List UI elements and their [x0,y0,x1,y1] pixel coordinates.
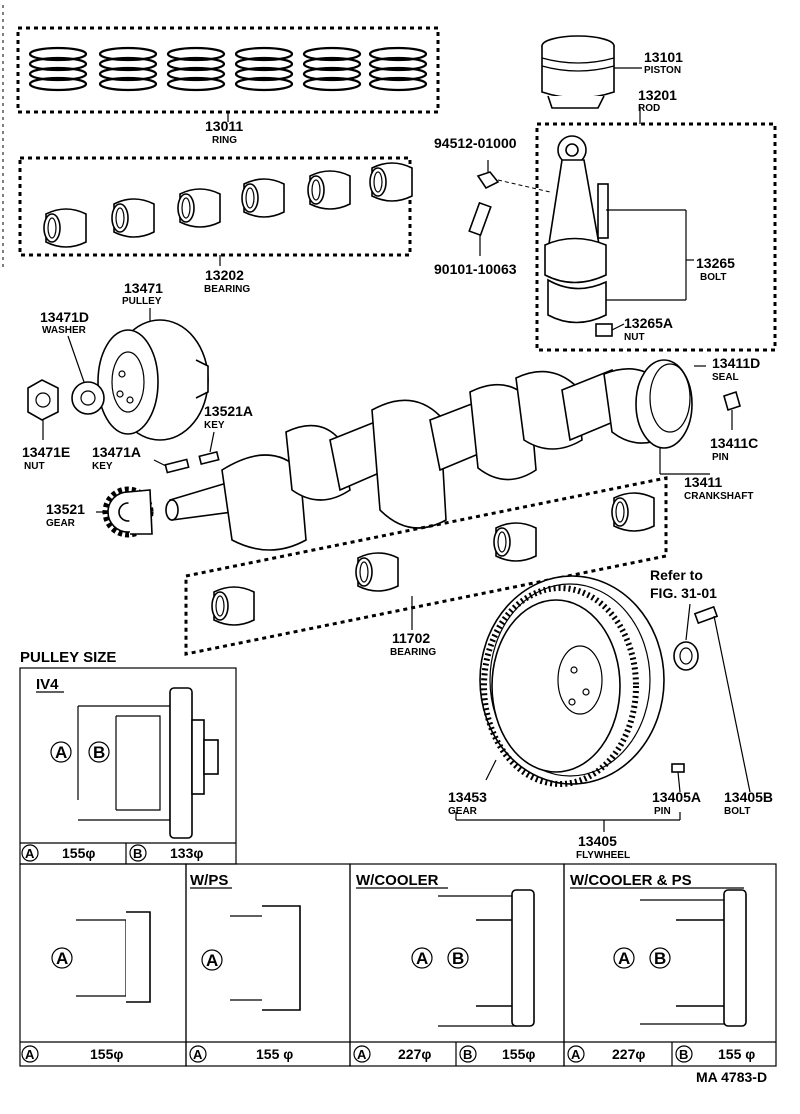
panel-4-a-value: 227φ [398,1046,431,1062]
panel-1-label: IV4 [36,676,59,693]
footer-code: MA 4783-D [696,1069,767,1085]
small-fasteners [468,160,551,256]
panel-2-a-key: A [25,1047,35,1062]
circle-markers [21,741,693,1063]
piston-drawing [541,35,642,109]
panel-1-b-key: B [133,846,142,861]
pin-name: PIN [712,452,729,463]
fw-bolt-number: 13405B [724,789,773,805]
panel-3-a-diagram: A [206,951,218,970]
panel-3-label: W/PS [190,872,228,889]
rod-bearings [18,156,413,266]
panel-1-a-value: 155φ [62,845,95,861]
seal-name: SEAL [712,372,739,383]
rod-nut-number: 13265A [624,315,673,331]
connecting-rod-drawing [535,106,777,352]
ring-number: 13011 [205,118,243,134]
pulley-number: 13471 [124,280,163,296]
panel-5-b-value: 155 φ [718,1046,755,1062]
panel-4-b-diagram: B [452,949,464,968]
pulley-nut-number: 13471E [22,444,70,460]
panel-5-b-key: B [679,1047,688,1062]
refer-line-1: Refer to [650,567,703,583]
rod-part-ref-number: 90101-10063 [434,261,517,277]
pin-number: 13411C [710,435,758,451]
washer-and-nut [27,335,105,440]
panel-4-a-key: A [357,1047,367,1062]
panel-5-label: W/COOLER & PS [570,872,692,889]
main-bearing-name: BEARING [390,647,436,658]
flywheel-fasteners [671,603,751,793]
crankshaft-number: 13411 [684,474,722,490]
piston-number: 13101 [644,49,683,65]
panel-5-b-diagram: B [654,949,666,968]
washer-name: WASHER [42,325,87,336]
crankshaft-drawing [165,359,741,551]
panel-1-a-diagram: A [55,743,67,762]
panel-2-a-diagram: A [56,949,68,968]
panel-4-label: W/COOLER [356,872,439,889]
panel-5-a-diagram: A [618,949,630,968]
panel-3-a-value: 155 φ [256,1046,293,1062]
gear-number: 13521 [46,501,85,517]
rod-nut-name: NUT [624,332,645,343]
panel-2-a-value: 155φ [90,1046,123,1062]
timing-gear [96,486,154,538]
rod-bolt-ref-number: 94512-01000 [434,135,517,151]
gear-key-number: 13521A [204,403,253,419]
washer-number: 13471D [40,309,89,325]
panel-5-a-key: A [571,1047,581,1062]
ring-set [16,26,440,122]
main-bearing-number: 11702 [392,630,430,646]
flywheel-name: FLYWHEEL [576,850,630,861]
main-bearings [184,476,668,656]
rod-bearing-name: BEARING [204,284,250,295]
fw-pin-number: 13405A [652,789,701,805]
pulley-nut-name: NUT [24,461,45,472]
fw-pin-name: PIN [654,806,671,817]
flywheel-drawing [455,575,681,832]
fw-bolt-name: BOLT [724,806,750,817]
rod-bearing-number: 13202 [205,267,244,283]
piston-name: PISTON [644,65,681,76]
ring-gear-number: 13453 [448,789,487,805]
rod-bolt-number: 13265 [696,255,735,271]
refer-line-2: FIG. 31-01 [650,585,717,601]
crankshaft-name: CRANKSHAFT [684,491,753,502]
panel-3-a-key: A [193,1047,203,1062]
keys [153,431,220,474]
rod-bolt-name: BOLT [700,272,726,283]
pulley-drawing [97,308,209,441]
panel-4-b-key: B [463,1047,472,1062]
rod-name: ROD [638,103,660,114]
ring-name: RING [212,135,237,146]
pulley-key-name: KEY [92,461,113,472]
flywheel-number: 13405 [578,833,617,849]
panel-5-a-value: 227φ [612,1046,645,1062]
panel-1-b-diagram: B [93,743,105,762]
pulley-name: PULLEY [122,296,162,307]
panel-1-a-key: A [25,846,35,861]
pulley-size-title: PULLEY SIZE [20,649,116,666]
panel-4-b-value: 155φ [502,1046,535,1062]
panel-1-b-value: 133φ [170,845,203,861]
gear-name: GEAR [46,518,76,529]
ring-gear-name: GEAR [448,806,478,817]
pulley-key-number: 13471A [92,444,141,460]
seal-number: 13411D [712,355,760,371]
panel-4-a-diagram: A [416,949,428,968]
gear-key-name: KEY [204,420,225,431]
rod-number: 13201 [638,87,677,103]
pulley-size-table [19,667,777,1067]
